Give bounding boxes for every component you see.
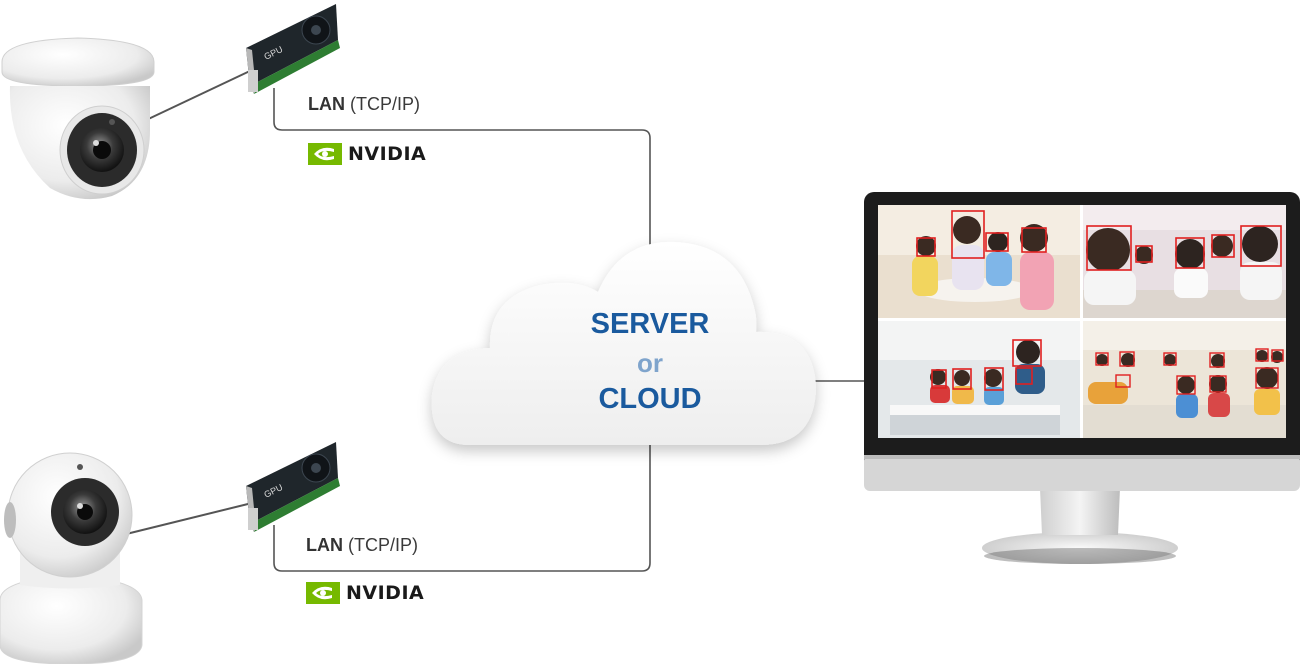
cloud-icon (431, 241, 816, 445)
cable-camera-bottom (117, 502, 253, 537)
cloud-label-server: SERVER (590, 308, 710, 340)
nvidia-logo-icon (306, 582, 340, 604)
nvidia-logo-top: NVIDIA (308, 143, 426, 165)
nvidia-logo-bottom: NVIDIA (306, 582, 424, 604)
nvidia-wordmark: NVIDIA (346, 582, 425, 604)
detection-boxes (916, 210, 1047, 259)
gpu-card-icon: GPU (246, 442, 340, 532)
video-feed-1 (878, 205, 1081, 319)
video-feed-3 (878, 320, 1081, 438)
connector-lines (117, 69, 866, 572)
lan-label-top: LAN (TCP/IP) (308, 94, 420, 115)
lan-protocol: LAN (308, 94, 345, 114)
connector-bottom (273, 445, 651, 572)
pan-tilt-camera-icon (0, 452, 143, 664)
cloud-label-or: or (637, 348, 663, 378)
nvidia-wordmark: NVIDIA (348, 143, 427, 165)
cloud-label-cloud: CLOUD (598, 383, 702, 415)
detection-boxes (931, 339, 1042, 391)
lan-detail: (TCP/IP) (350, 94, 421, 114)
monitor-icon (864, 192, 1300, 564)
video-feed-4 (1082, 320, 1286, 438)
connector-top (273, 88, 651, 245)
detection-boxes (1095, 348, 1284, 395)
video-feed-2 (1082, 205, 1286, 319)
detection-boxes (1086, 225, 1282, 271)
lan-detail: (TCP/IP) (348, 535, 419, 555)
dome-camera-icon (1, 37, 155, 200)
nvidia-logo-icon (308, 143, 342, 165)
lan-protocol: LAN (306, 535, 343, 555)
cable-camera-top (141, 69, 253, 123)
gpu-card-icon: GPU (246, 4, 340, 94)
lan-label-bottom: LAN (TCP/IP) (306, 535, 418, 556)
